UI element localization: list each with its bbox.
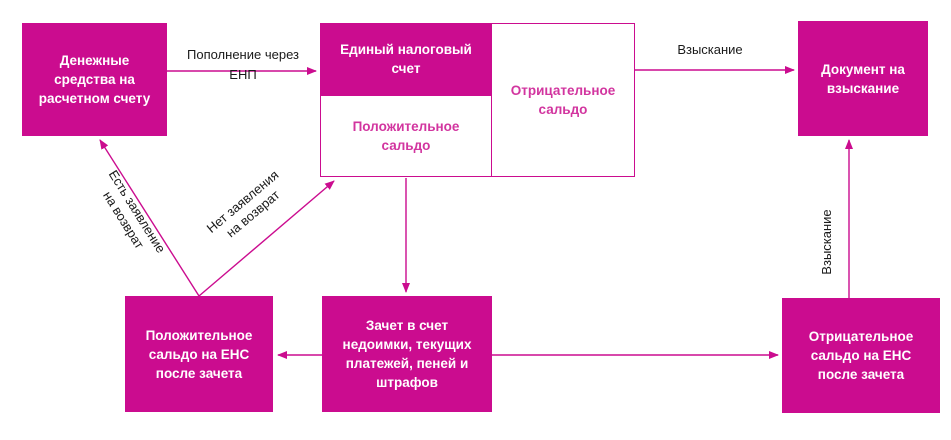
node-positive-balance-after-offset: Положительное сальдо на ЕНС после зачета: [125, 296, 273, 412]
node-offset-of-debts: Зачет в счет недоимки, текущих платежей,…: [322, 296, 492, 412]
arrow-refund-to-cash: [99, 139, 200, 297]
node-negative-balance-after-offset: Отрицательное сальдо на ЕНС после зачета: [782, 298, 940, 413]
edge-label-topup-enp: Пополнение через ЕНП: [187, 47, 299, 82]
edge-label-collection-top: Взыскание: [677, 42, 743, 57]
edge-label-collection-vertical: Взыскание: [819, 209, 834, 275]
arrow-no-refund-to-positive-balance: [198, 180, 335, 297]
node-unified-tax-account: Единый налоговый счет: [320, 23, 492, 95]
node-cash-funds: Денежные средства на расчетном счету: [22, 23, 167, 136]
node-collection-document: Документ на взыскание: [798, 21, 928, 136]
node-positive-balance: Положительное сальдо: [320, 95, 492, 177]
node-negative-balance: Отрицательное сальдо: [491, 23, 635, 177]
